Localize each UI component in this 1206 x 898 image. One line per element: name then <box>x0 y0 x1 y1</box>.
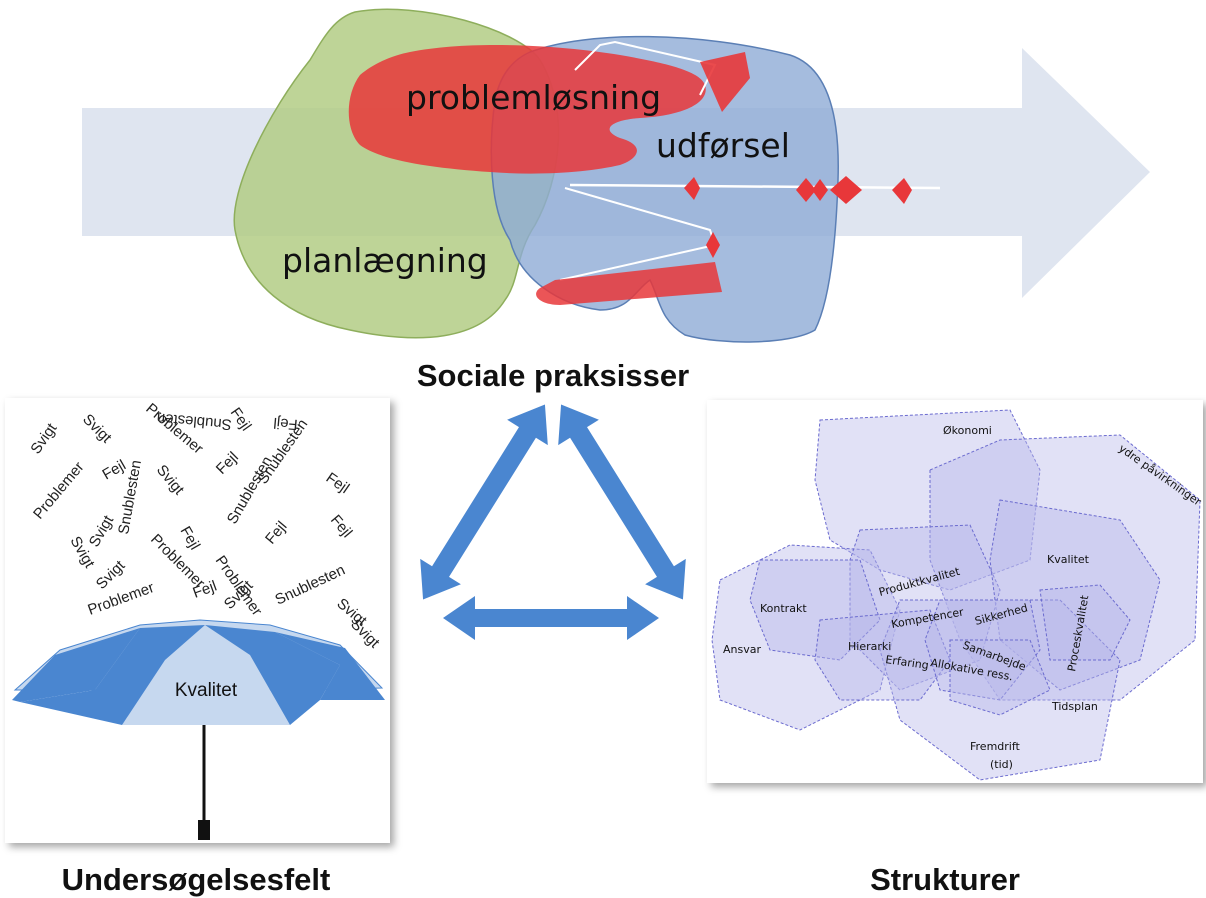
social-practices-label: Sociale praksisser <box>417 358 689 393</box>
umbrella: Kvalitet <box>12 619 385 840</box>
problem-solving-blob <box>348 44 706 174</box>
process-diagram: problemløsning udførsel planlægning <box>82 8 1150 343</box>
structure-hierarki: Hierarki <box>848 640 891 653</box>
umbrella-panel-right <box>275 632 385 700</box>
problem-solving-label: problemløsning <box>406 78 661 117</box>
structure-fremdrift: Fremdrift <box>970 740 1021 753</box>
structures-panel: Økonomi ydre påvirkninger Kvalitet Produ… <box>707 400 1204 783</box>
arrow-horizontal <box>443 596 659 640</box>
investigation-field-label: Undersøgelsesfelt <box>62 862 331 897</box>
umbrella-panel-right-mid <box>205 625 340 725</box>
problem-path-lower <box>569 183 941 190</box>
umbrella-panel-left-mid <box>20 625 205 725</box>
structures-label: Strukturer <box>870 862 1020 897</box>
structure-kvalitet: Kvalitet <box>1047 553 1090 566</box>
problem-lower-blob <box>536 262 722 305</box>
diamond-markers <box>684 176 912 258</box>
structure-ansvar: Ansvar <box>723 643 761 656</box>
structure-tidsplan: Tidsplan <box>1051 700 1098 713</box>
problem-tail-shape <box>700 52 750 112</box>
umbrella-panel-left <box>12 628 140 702</box>
relation-arrows <box>420 404 686 640</box>
structure-blobs <box>711 409 1201 781</box>
umbrella-label: Kvalitet <box>175 680 238 701</box>
structure-tid: (tid) <box>990 758 1013 771</box>
arrow-left-diagonal <box>420 404 548 600</box>
rain-word: Snublesten <box>156 409 232 432</box>
structure-kontrakt: Kontrakt <box>760 602 807 615</box>
rain-word: Fejl <box>273 414 299 433</box>
execution-label: udførsel <box>656 126 790 165</box>
umbrella-panel-center <box>122 625 290 725</box>
umbrella-handle <box>198 820 210 840</box>
arrow-right-diagonal <box>558 404 686 600</box>
planning-label: planlægning <box>282 241 488 280</box>
structure-okonomi: Økonomi <box>943 424 992 437</box>
structure-erfaring: Erfaring <box>885 653 930 672</box>
